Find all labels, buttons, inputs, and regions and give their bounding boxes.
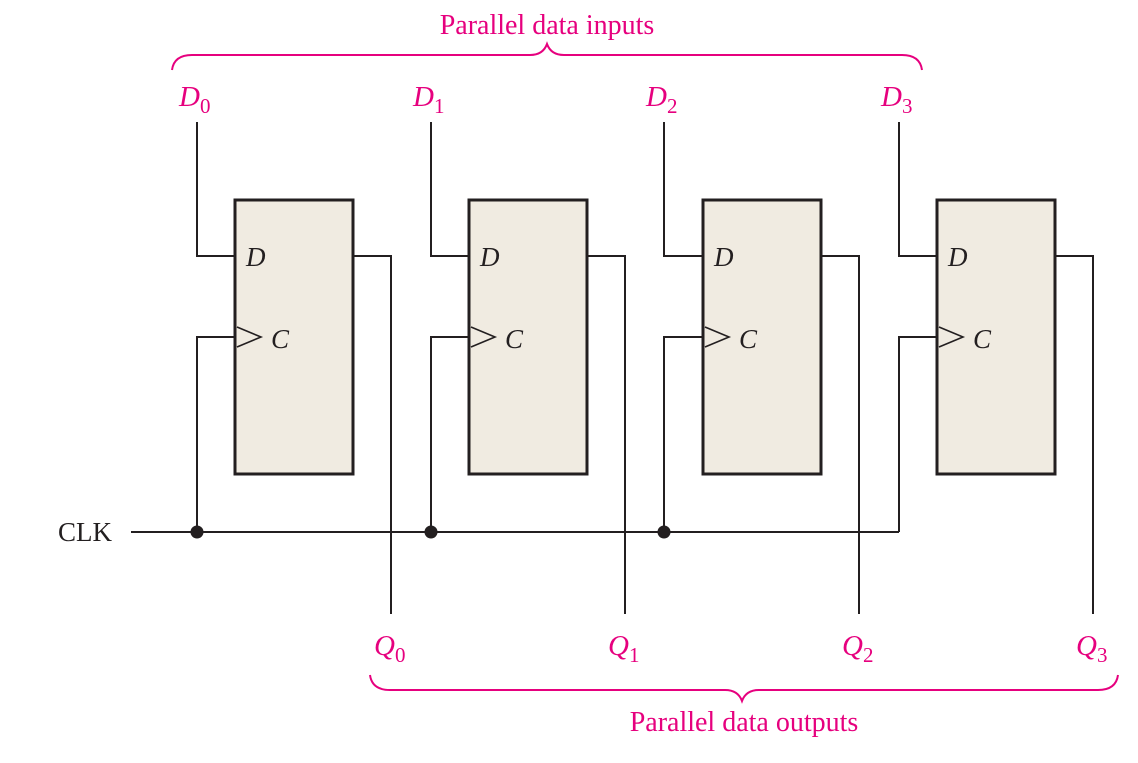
- data-output-label-0: Q0: [374, 630, 405, 667]
- data-output-wire-1: [587, 255, 626, 614]
- data-input-label-2: D2: [645, 81, 677, 118]
- flip-flop-box-1: [467, 198, 589, 476]
- data-input-label-1: D1: [412, 81, 444, 118]
- data-input-label-3: D3: [880, 81, 912, 118]
- d-pin-label-1: D: [479, 242, 500, 272]
- flip-flop-2: D2 D C Q2: [645, 81, 873, 667]
- d-pin-label-0: D: [245, 242, 266, 272]
- inputs-caption: Parallel data inputs: [440, 10, 655, 41]
- clock-tap-wire-3: [898, 336, 937, 532]
- inputs-brace: [171, 41, 923, 71]
- c-pin-label-1: C: [505, 324, 524, 354]
- outputs-brace: [369, 674, 1119, 704]
- flip-flop-0: D0 D C Q0: [178, 81, 405, 667]
- clock-label: CLK: [58, 517, 113, 547]
- data-output-wire-0: [353, 255, 392, 614]
- flip-flop-3: D3 D C Q3: [880, 81, 1107, 667]
- data-input-wire-3: [898, 122, 937, 257]
- clock-junction-1: [424, 525, 438, 539]
- data-input-wire-1: [430, 122, 469, 257]
- data-output-wire-2: [821, 255, 860, 614]
- clock-edge-marker-3: [938, 326, 966, 348]
- clock-edge-marker-2: [704, 326, 732, 348]
- flip-flop-1: D1 D C Q1: [412, 81, 639, 667]
- data-output-label-3: Q3: [1076, 630, 1107, 667]
- c-pin-label-0: C: [271, 324, 290, 354]
- flip-flop-box-2: [701, 198, 823, 476]
- flip-flop-box-0: [233, 198, 355, 476]
- clock-edge-marker-0: [236, 326, 264, 348]
- data-output-label-1: Q1: [608, 630, 639, 667]
- clock-edge-marker-1: [470, 326, 498, 348]
- data-input-wire-0: [196, 122, 235, 257]
- d-pin-label-3: D: [947, 242, 968, 272]
- c-pin-label-2: C: [739, 324, 758, 354]
- outputs-caption: Parallel data outputs: [630, 707, 859, 738]
- d-pin-label-2: D: [713, 242, 734, 272]
- data-input-wire-2: [663, 122, 703, 257]
- clock-tap-wire-0: [196, 336, 235, 532]
- clock-tap-wire-2: [663, 336, 703, 532]
- clock-tap-wire-1: [430, 336, 469, 532]
- c-pin-label-3: C: [973, 324, 992, 354]
- clock-junction-2: [657, 525, 671, 539]
- data-output-wire-3: [1055, 255, 1094, 614]
- data-input-label-0: D0: [178, 81, 210, 118]
- data-output-label-2: Q2: [842, 630, 873, 667]
- clock-junction-0: [190, 525, 204, 539]
